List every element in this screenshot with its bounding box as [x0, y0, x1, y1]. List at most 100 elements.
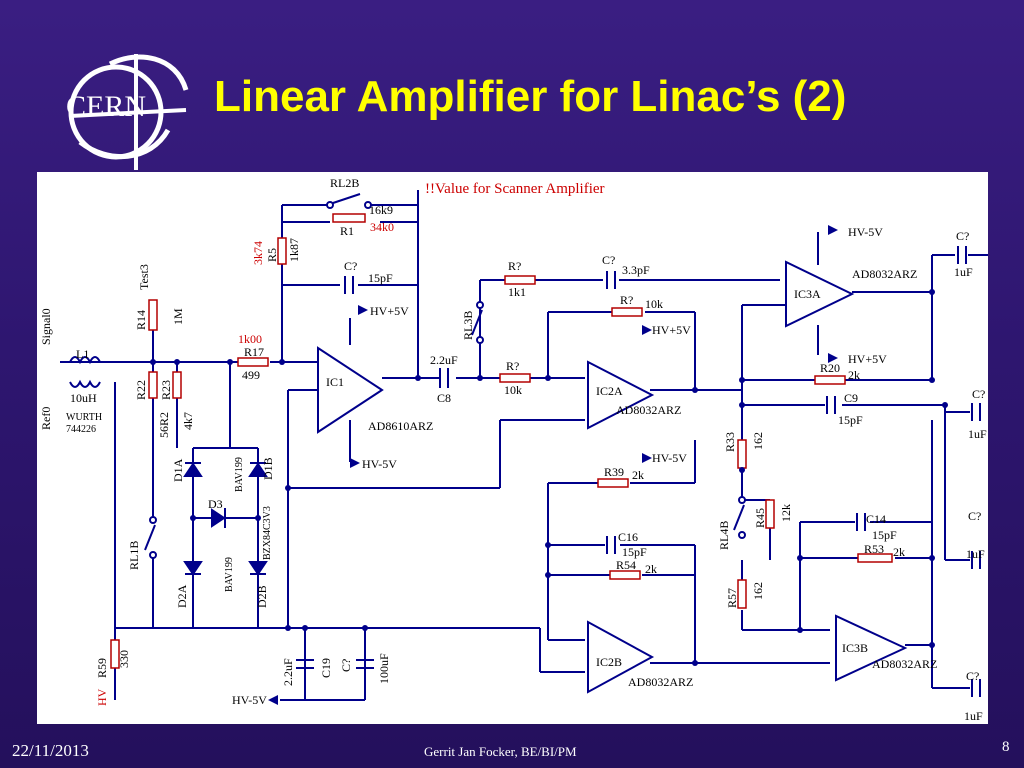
label-r-in: R?: [506, 359, 519, 373]
label-c14-value: 15pF: [872, 528, 897, 542]
logo-text: CERN: [66, 90, 146, 123]
label-r1-value: 16k9: [369, 203, 393, 217]
label-c14: C14: [866, 512, 886, 526]
label-r17-alt: 1k00: [238, 332, 262, 346]
label-l1-value: 10uH: [70, 391, 97, 405]
label-r57-value: 162: [751, 582, 765, 600]
label-c-out2: C?: [972, 387, 985, 401]
label-c9: C9: [844, 391, 858, 405]
label-c16: C16: [618, 530, 638, 544]
label-c8-value: 2.2uF: [430, 353, 458, 367]
label-c-top-value: 3.3pF: [622, 263, 650, 277]
label-r54: R54: [616, 558, 636, 572]
label-c-out2-value: 1uF: [968, 427, 987, 441]
label-hv-minus-ic3: HV-5V: [848, 225, 883, 239]
label-ic3b: IC3B: [842, 641, 868, 655]
label-r5-alt: 3k74: [251, 241, 265, 265]
label-rl1b: RL1B: [127, 541, 141, 570]
label-d1a: D1A: [171, 458, 185, 482]
label-r59-value: 330: [117, 650, 131, 668]
label-c-out1: C?: [956, 229, 969, 243]
label-c16-value: 15pF: [622, 545, 647, 559]
label-r-top: R?: [508, 259, 521, 273]
label-r-in-value: 10k: [504, 383, 522, 397]
scanner-note: !!Value for Scanner Amplifier: [425, 181, 605, 197]
label-c-out1-value: 1uF: [954, 265, 973, 279]
label-r54-value: 2k: [645, 562, 657, 576]
label-r22-value: 56R2: [157, 412, 171, 438]
label-rl3b: RL3B: [461, 311, 475, 340]
label-r1-alt: 34k0: [370, 220, 394, 234]
label-c-out4-value: 1uF: [964, 709, 983, 723]
label-rl4b: RL4B: [717, 521, 731, 550]
label-l1-part: 744226: [66, 424, 96, 435]
label-r22: R22: [134, 380, 148, 400]
label-c-big: C?: [339, 659, 353, 672]
label-c9-value: 15pF: [838, 413, 863, 427]
label-c-big-value: 100uF: [377, 653, 391, 684]
label-r-mid-value: 10k: [645, 297, 663, 311]
inductor-l1: [69, 356, 101, 388]
slide-title: Linear Amplifier for Linac’s (2): [214, 72, 847, 121]
junctions: [150, 289, 948, 666]
label-c-top: C?: [602, 253, 615, 267]
opamps: [317, 260, 908, 694]
label-ic2a-part: AD8032ARZ: [616, 403, 681, 417]
label-r45-value: 12k: [779, 504, 793, 522]
label-hv-plus-ic3: HV+5V: [848, 352, 887, 366]
label-ic2a: IC2A: [596, 384, 623, 398]
label-r45: R45: [753, 508, 767, 528]
label-r-mid: R?: [620, 293, 633, 307]
label-rl2b: RL2B: [330, 176, 359, 190]
label-r57: R57: [725, 588, 739, 608]
label-c8: C8: [437, 391, 451, 405]
label-signal0: Signal0: [39, 308, 53, 345]
label-r17-value: 499: [242, 368, 260, 382]
label-r53-value: 2k: [893, 545, 905, 559]
label-r39-value: 2k: [632, 468, 644, 482]
diodes: [183, 462, 268, 576]
label-r5: R5: [265, 248, 279, 262]
label-bav199-top: BAV199: [234, 457, 245, 492]
label-r39: R39: [604, 465, 624, 479]
label-d2a: D2A: [175, 584, 189, 608]
label-r33-value: 162: [751, 432, 765, 450]
label-hv-minus-ic2: HV-5V: [652, 451, 687, 465]
label-l1-maker: WURTH: [66, 412, 102, 423]
label-ic3b-part: AD8032ARZ: [872, 657, 937, 671]
label-ic2b-part: AD8032ARZ: [628, 675, 693, 689]
label-hv: HV: [95, 688, 109, 706]
label-r14: R14: [134, 310, 148, 330]
label-r-top-value: 1k1: [508, 285, 526, 299]
label-r20: R20: [820, 361, 840, 375]
label-c-out3-value: 1uF: [966, 547, 985, 561]
label-r23-value: 4k7: [181, 412, 195, 430]
supply-arrows: [268, 225, 838, 705]
cern-logo: CERN: [66, 54, 189, 170]
label-r17: R17: [244, 345, 264, 359]
label-ic1-part: AD8610ARZ: [368, 419, 433, 433]
label-hv-minus-bottom: HV-5V: [232, 693, 267, 707]
label-r20-value: 2k: [848, 368, 860, 382]
label-r53: R53: [864, 542, 884, 556]
label-d1b: D1B: [261, 457, 275, 480]
label-r33: R33: [723, 432, 737, 452]
relay-switches: [144, 193, 746, 559]
label-ref0: Ref0: [39, 407, 53, 430]
label-hv-plus-ic1: HV+5V: [370, 304, 409, 318]
amplifier-schematic: !!Value for Scanner Amplifier RL2B 16k9 …: [37, 172, 988, 724]
capacitors: [296, 246, 981, 697]
label-r5-value: 1k87: [287, 238, 301, 262]
label-ic3a: IC3A: [794, 287, 821, 301]
label-hv-minus-ic1: HV-5V: [362, 457, 397, 471]
label-d3: D3: [208, 497, 223, 511]
label-r14-value: 1M: [171, 308, 185, 325]
label-d2b: D2B: [255, 585, 269, 608]
footer-date: 22/11/2013: [12, 741, 89, 760]
label-l1: L1: [76, 347, 89, 361]
label-hv-plus-ic2: HV+5V: [652, 323, 691, 337]
label-c-feedback-value: 15pF: [368, 271, 393, 285]
label-ic2b: IC2B: [596, 655, 622, 669]
label-bzx: BZX84C3V3: [262, 506, 273, 560]
label-c19: C19: [319, 658, 333, 678]
